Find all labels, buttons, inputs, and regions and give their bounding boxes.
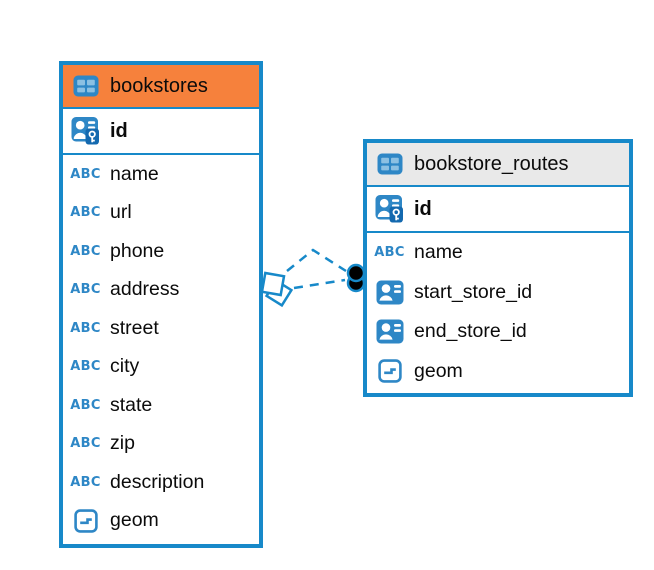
- column-row[interactable]: ABC description: [63, 463, 259, 502]
- column-name: street: [110, 316, 159, 339]
- geometry-type-icon: [374, 359, 405, 383]
- column-row[interactable]: geom: [63, 502, 259, 541]
- text-type-icon: ABC: [70, 397, 101, 413]
- table-icon: [374, 153, 405, 175]
- column-row[interactable]: ABC url: [63, 194, 259, 233]
- column-row[interactable]: ABC name: [367, 233, 629, 273]
- column-name: name: [414, 241, 463, 264]
- table-bookstore-routes-header[interactable]: bookstore_routes: [367, 143, 629, 187]
- text-type-icon: ABC: [70, 436, 101, 452]
- table-name: bookstore_routes: [414, 153, 569, 175]
- text-type-icon: ABC: [374, 245, 405, 261]
- primary-key-icon: [70, 116, 101, 146]
- column-name: description: [110, 470, 205, 493]
- relationship-diamond-marker[interactable]: [260, 271, 294, 308]
- table-bookstore-routes[interactable]: bookstore_routes id ABC name: [363, 139, 633, 397]
- relationship-line-upper[interactable]: [286, 248, 347, 273]
- text-type-icon: ABC: [70, 166, 101, 182]
- column-name: url: [110, 201, 132, 224]
- column-row[interactable]: ABC zip: [63, 425, 259, 464]
- pk-row[interactable]: id: [367, 187, 629, 233]
- column-name: address: [110, 278, 180, 301]
- column-name: start_store_id: [414, 280, 533, 303]
- text-type-icon: ABC: [70, 205, 101, 221]
- column-row[interactable]: ABC address: [63, 271, 259, 310]
- text-type-icon: ABC: [70, 320, 101, 336]
- column-name: geom: [110, 509, 159, 532]
- table-bookstores-header[interactable]: bookstores: [63, 65, 259, 109]
- column-row[interactable]: start_store_id: [367, 273, 629, 313]
- table-name: bookstores: [110, 75, 208, 97]
- column-name: name: [110, 162, 159, 185]
- geometry-type-icon: [70, 509, 101, 533]
- column-row[interactable]: ABC name: [63, 155, 259, 194]
- column-row[interactable]: ABC state: [63, 386, 259, 425]
- primary-key-icon: [374, 194, 405, 224]
- column-row[interactable]: geom: [367, 352, 629, 392]
- column-name: geom: [414, 359, 463, 382]
- table-icon: [70, 75, 101, 97]
- column-name: state: [110, 393, 153, 416]
- column-name: zip: [110, 432, 135, 455]
- relationship-dot-marker[interactable]: [346, 263, 366, 293]
- relationship-line-lower[interactable]: [293, 278, 346, 290]
- foreign-key-icon: [374, 280, 405, 305]
- text-type-icon: ABC: [70, 282, 101, 298]
- table-bookstores[interactable]: bookstores id ABC name: [59, 61, 263, 548]
- column-name: phone: [110, 239, 165, 262]
- column-name: city: [110, 355, 140, 378]
- column-row[interactable]: ABC street: [63, 309, 259, 348]
- column-row[interactable]: ABC phone: [63, 232, 259, 271]
- column-name: end_store_id: [414, 320, 527, 343]
- pk-column-name: id: [414, 197, 432, 220]
- column-row[interactable]: ABC city: [63, 348, 259, 387]
- pk-column-name: id: [110, 119, 128, 142]
- text-type-icon: ABC: [70, 474, 101, 490]
- foreign-key-icon: [374, 319, 405, 344]
- text-type-icon: ABC: [70, 243, 101, 259]
- column-row[interactable]: end_store_id: [367, 312, 629, 352]
- text-type-icon: ABC: [70, 359, 101, 375]
- pk-row[interactable]: id: [63, 109, 259, 155]
